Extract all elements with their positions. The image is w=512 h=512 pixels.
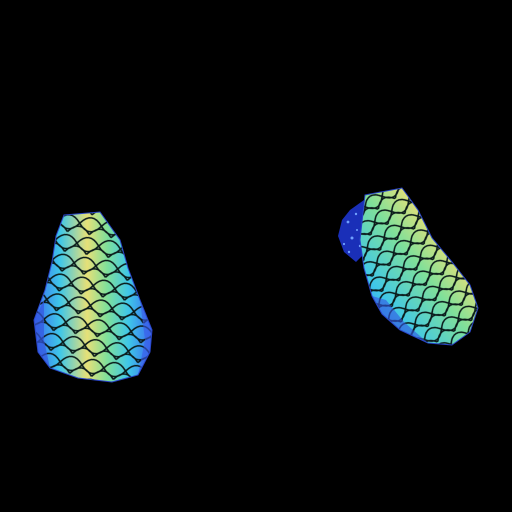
left-scaled-form — [33, 211, 153, 383]
